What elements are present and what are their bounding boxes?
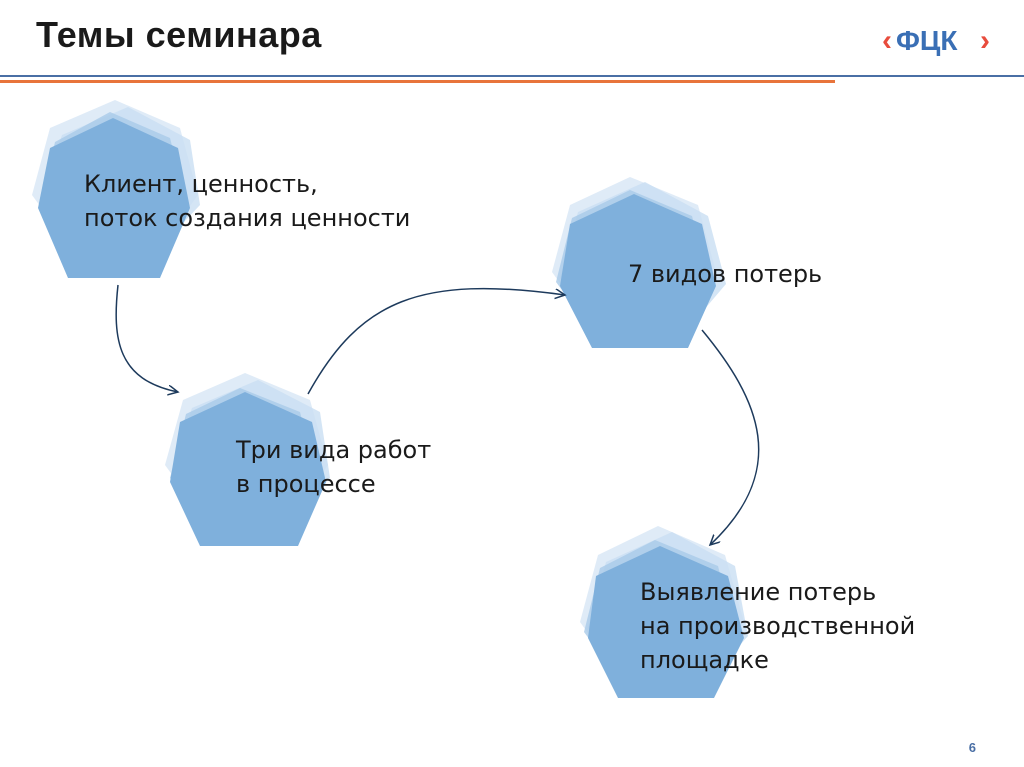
header-rule-blue (0, 75, 1024, 77)
node-label-identify-waste: Выявление потерь на производственной пло… (640, 575, 915, 677)
header-rule-orange (0, 80, 835, 83)
node2-line2: в процессе (236, 470, 376, 498)
node1-line1: Клиент, ценность, (84, 170, 318, 198)
arrow-node1-to-node2 (115, 284, 178, 392)
node1-line2: поток создания ценности (84, 204, 411, 232)
node-label-three-work-types: Три вида работ в процессе (236, 433, 431, 501)
rck-logo: ‹ ФЦК › (882, 24, 990, 57)
node-hexagon-identify-waste (580, 526, 748, 698)
node-label-seven-wastes: 7 видов потерь (628, 257, 822, 291)
arrow-node3-to-node4 (701, 329, 760, 545)
page-number: 6 (968, 740, 976, 755)
node-hexagon-three-work-types (165, 373, 330, 546)
node4-line2: на производственной (640, 612, 916, 640)
node-hexagon-seven-wastes (552, 177, 726, 348)
slide-title: Темы семинара (36, 14, 322, 55)
node4-line3: площадке (640, 646, 769, 674)
svg-text:‹: ‹ (882, 24, 892, 57)
node2-line1: Три вида работ (236, 436, 432, 464)
svg-text:›: › (980, 24, 990, 57)
node3-line1: 7 видов потерь (628, 260, 823, 288)
node-hexagon-client-value (32, 100, 200, 278)
node4-line1: Выявление потерь (640, 578, 877, 606)
arrow-node2-to-node3 (307, 287, 565, 395)
svg-text:ФЦК: ФЦК (896, 25, 958, 56)
node-label-client-value: Клиент, ценность, поток создания ценност… (84, 167, 410, 235)
